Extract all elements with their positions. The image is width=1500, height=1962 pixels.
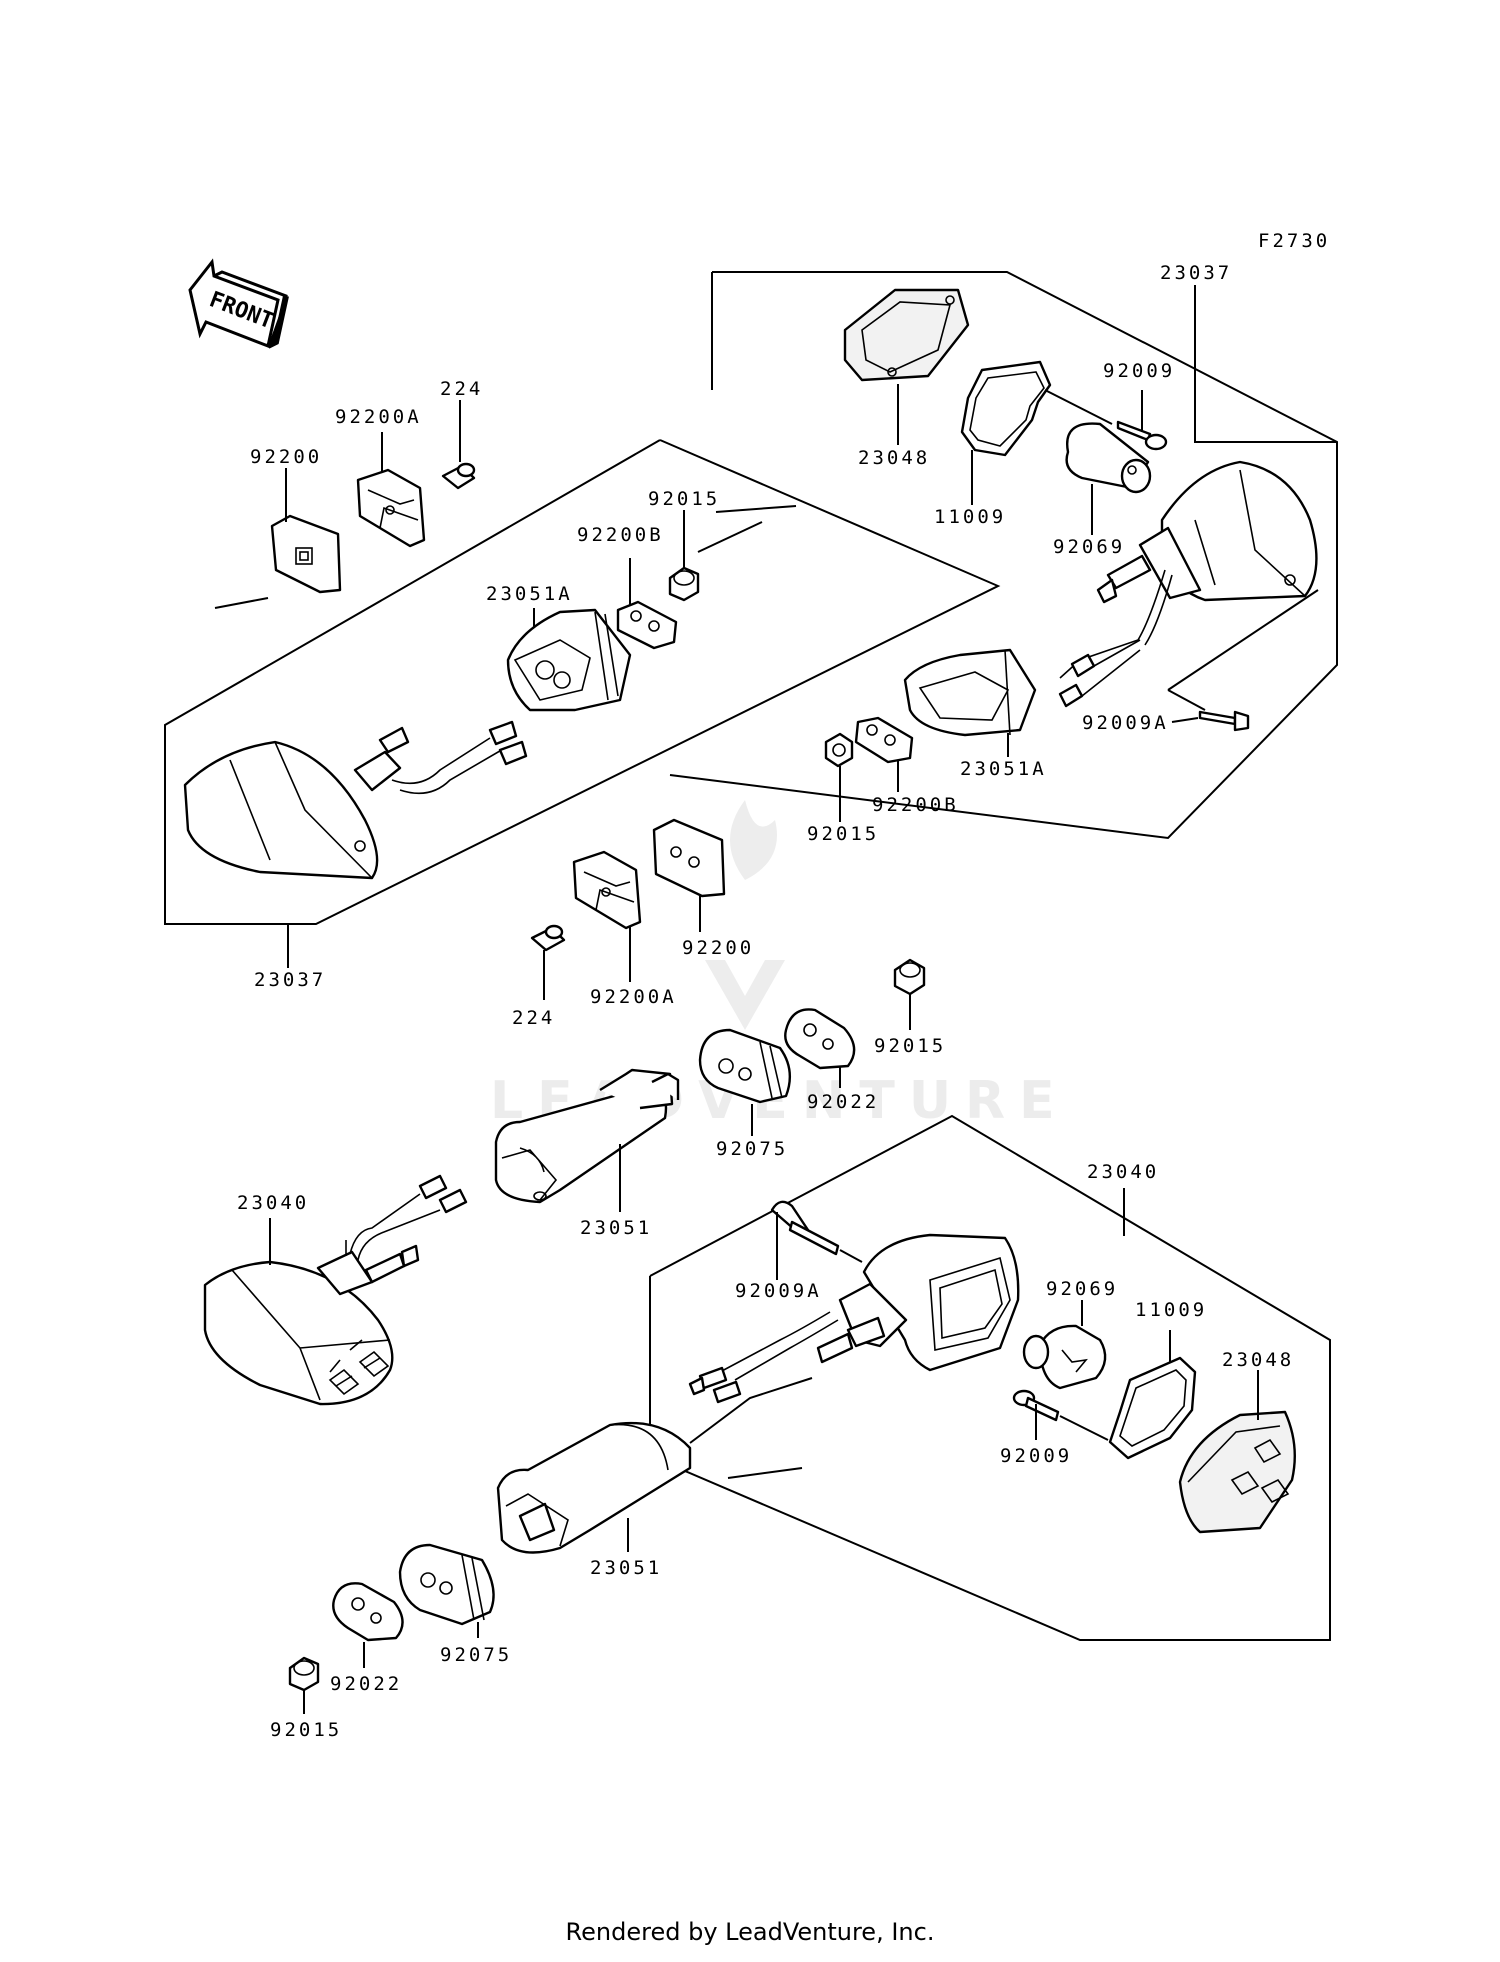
clamp-92200a-mid [572, 850, 642, 930]
screw-92009-top [1116, 420, 1168, 451]
callout-23051-mid: 23051 [580, 1217, 652, 1239]
callout-23040-left: 23040 [237, 1192, 309, 1214]
bracket-23051-mid [494, 1068, 680, 1204]
lens-23048-low [1178, 1410, 1296, 1534]
group-frame-lower-right [649, 1114, 1331, 1641]
bulb-92069-low [1022, 1324, 1107, 1390]
housing-23040-left [203, 1174, 468, 1406]
rubber-92075-low [398, 1543, 495, 1626]
gasket-11009-top [960, 360, 1052, 457]
rubber-23051a-left [506, 608, 632, 712]
housing-23037-left [183, 720, 528, 880]
lens-grid-icon [328, 1350, 390, 1396]
callout-92200-top: 92200 [250, 446, 322, 468]
nut-92015-mid [893, 958, 926, 996]
screw-92009a-low [770, 1200, 840, 1256]
footer-credit: Rendered by LeadVenture, Inc. [565, 1918, 935, 1946]
callout-92075-low: 92075 [440, 1644, 512, 1666]
watermark-flame-icon [730, 800, 777, 880]
screw-92009a-top [1198, 710, 1250, 732]
housing-23040-low [688, 1233, 1020, 1404]
housing-23037-top [1058, 460, 1318, 708]
plate-92022-low [332, 1582, 404, 1642]
callout-92022-mid: 92022 [807, 1091, 879, 1113]
lens-23048-top [843, 288, 970, 382]
plate-92200b-top [616, 600, 678, 650]
callout-23051a-left: 23051A [486, 583, 573, 605]
callout-23040-right: 23040 [1087, 1161, 1159, 1183]
callout-92009a-low: 92009A [735, 1280, 822, 1302]
callout-92015-mid: 92015 [874, 1035, 946, 1057]
callout-92075-mid: 92075 [716, 1138, 788, 1160]
frame-slope [1167, 589, 1319, 691]
plate-92200-mid [652, 818, 726, 898]
gasket-11009-low [1108, 1356, 1197, 1460]
callout-11009-low: 11009 [1135, 1299, 1207, 1321]
watermark-v-icon [705, 960, 785, 1030]
callout-92200b-right: 92200B [872, 794, 959, 816]
plate-92200-top [270, 514, 342, 594]
callout-23037-left: 23037 [254, 969, 326, 991]
callout-11009-top: 11009 [934, 506, 1006, 528]
callout-224-mid: 224 [512, 1007, 555, 1029]
callout-92015-low: 92015 [270, 1719, 342, 1741]
group-frame-top-left [164, 439, 1001, 925]
callout-23051a-right: 23051A [960, 758, 1047, 780]
rubber-92075-mid [698, 1028, 792, 1104]
screw-92009-low [1012, 1389, 1060, 1422]
plate-92022-mid [784, 1008, 856, 1070]
callout-92200-mid: 92200 [682, 937, 754, 959]
callout-92200b-top: 92200B [577, 524, 664, 546]
front-arrow-icon: FRONT [188, 258, 289, 349]
nut-92015-top [668, 566, 700, 602]
clamp-92200a-top [356, 468, 426, 548]
plate-92200b-right [854, 716, 914, 764]
leader-23037-top [1194, 285, 1337, 443]
callout-92069-low: 92069 [1046, 1278, 1118, 1300]
callout-92200a-top: 92200A [335, 406, 422, 428]
lens-grid-low-icon [1230, 1438, 1290, 1504]
bulb-92069-top [1065, 422, 1152, 494]
callout-23048-top: 23048 [858, 447, 930, 469]
callout-23051-low: 23051 [590, 1557, 662, 1579]
callout-92069-top: 92069 [1053, 536, 1125, 558]
callout-92015-top: 92015 [648, 488, 720, 510]
callout-23037-top: 23037 [1160, 262, 1232, 284]
callout-23048-low: 23048 [1222, 1349, 1294, 1371]
rubber-23051a-right [903, 648, 1037, 737]
callout-92009-low: 92009 [1000, 1445, 1072, 1467]
callout-92015-right: 92015 [807, 823, 879, 845]
callout-92200a-mid: 92200A [590, 986, 677, 1008]
figure-code: F2730 [1258, 230, 1330, 252]
group-frame-top-right [669, 271, 1338, 840]
screw-224-mid [530, 924, 566, 952]
callout-92022-low: 92022 [330, 1673, 402, 1695]
nut-92015-low [288, 1656, 320, 1692]
callout-224-top: 224 [440, 378, 483, 400]
bracket-23051-low [496, 1421, 692, 1554]
callout-92009a-top: 92009A [1082, 712, 1169, 734]
nut-92015-right [824, 732, 854, 768]
screw-224-top [441, 462, 476, 490]
callout-92009-top: 92009 [1103, 360, 1175, 382]
